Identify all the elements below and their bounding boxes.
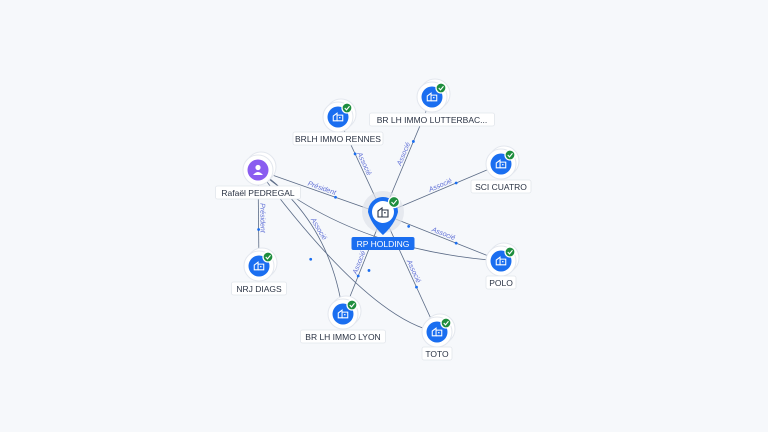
edge-arrow bbox=[454, 241, 458, 245]
edge-arrow bbox=[334, 195, 337, 199]
edge-arrow bbox=[415, 285, 418, 289]
edge-arrow bbox=[411, 140, 415, 143]
building-icon bbox=[332, 112, 344, 122]
building-icon bbox=[253, 261, 265, 271]
edge-arrow bbox=[356, 274, 360, 278]
node-label-pill: BR LH IMMO LUTTERBAC... bbox=[369, 112, 495, 127]
node-label-pill: BR LH IMMO LYON bbox=[300, 329, 386, 344]
edge-line bbox=[382, 213, 438, 333]
edge-label: Associé bbox=[352, 250, 368, 276]
node-polo[interactable]: POLO bbox=[485, 242, 520, 290]
building-icon bbox=[377, 206, 389, 218]
node-label-pill: NRJ DIAGS bbox=[231, 281, 287, 296]
node-label-pill: POLO bbox=[485, 275, 517, 290]
edge-arrow bbox=[353, 152, 357, 156]
node-rafael[interactable]: Rafaël PEDREGAL bbox=[215, 151, 301, 200]
node-sci_cuatro[interactable]: SCI CUATRO bbox=[470, 145, 532, 194]
node-label: BRLH IMMO RENNES bbox=[295, 134, 381, 144]
check-icon bbox=[387, 195, 401, 209]
edge-center-toto[interactable]: Associé bbox=[382, 213, 438, 333]
center-label-pill: RP HOLDING bbox=[351, 237, 415, 250]
building-icon bbox=[495, 159, 507, 169]
node-label: BR LH IMMO LYON bbox=[305, 332, 380, 342]
node-label: BR LH IMMO LUTTERBAC... bbox=[377, 115, 488, 125]
node-nrj_diags[interactable]: NRJ DIAGS bbox=[231, 247, 287, 296]
person-icon bbox=[253, 164, 263, 175]
node-label-pill: BRLH IMMO RENNES bbox=[292, 131, 384, 146]
edge-label: Associé bbox=[430, 226, 456, 242]
node-label-pill: TOTO bbox=[421, 346, 453, 361]
node-toto[interactable]: TOTO bbox=[421, 313, 456, 361]
node-br_lyon[interactable]: BR LH IMMO LYON bbox=[300, 295, 386, 344]
check-icon bbox=[435, 82, 447, 94]
node-label: SCI CUATRO bbox=[475, 182, 527, 192]
edge-rafael-toto[interactable] bbox=[257, 169, 438, 333]
node-brlh_rennes[interactable]: BRLH IMMO RENNES bbox=[292, 98, 384, 146]
check-icon bbox=[262, 251, 274, 263]
node-label: NRJ DIAGS bbox=[236, 284, 282, 294]
node-br_lutterbach[interactable]: BR LH IMMO LUTTERBAC... bbox=[369, 78, 495, 127]
edge-label: Président bbox=[258, 203, 265, 234]
check-icon bbox=[346, 299, 358, 311]
node-label-pill: SCI CUATRO bbox=[470, 179, 532, 194]
edge-line bbox=[257, 169, 384, 215]
node-label: POLO bbox=[489, 278, 513, 288]
building-icon bbox=[337, 309, 349, 319]
building-icon bbox=[495, 256, 507, 266]
edge-label: Associé bbox=[309, 216, 328, 242]
edge-arrow bbox=[257, 228, 261, 231]
node-label: Rafaël PEDREGAL bbox=[221, 188, 294, 198]
check-icon bbox=[440, 317, 452, 329]
building-icon bbox=[431, 327, 443, 337]
node-label-pill: Rafaël PEDREGAL bbox=[215, 185, 301, 200]
check-icon bbox=[341, 102, 353, 114]
edge-line bbox=[382, 213, 502, 262]
node-center[interactable]: RP HOLDING bbox=[351, 191, 415, 250]
node-label: TOTO bbox=[425, 349, 449, 359]
check-icon bbox=[504, 246, 516, 258]
nodes-layer: BRLH IMMO RENNES BR LH IMMO LUTTERBAC... R… bbox=[215, 78, 532, 361]
edge-arrow bbox=[309, 257, 313, 261]
edge-arrow bbox=[367, 269, 371, 272]
edge-arrow bbox=[454, 181, 458, 185]
building-icon bbox=[426, 92, 438, 102]
edge-arrow bbox=[407, 225, 411, 228]
edge-line bbox=[257, 169, 438, 333]
check-icon bbox=[504, 149, 516, 161]
center-label: RP HOLDING bbox=[357, 239, 410, 249]
edge-line bbox=[257, 169, 344, 315]
